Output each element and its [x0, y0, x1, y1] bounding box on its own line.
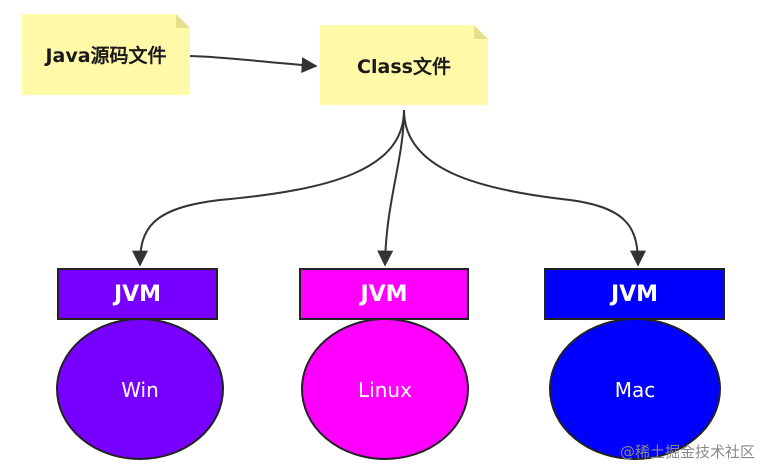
jvm-label-linux: JVM [360, 281, 408, 307]
os-label-win: Win [121, 378, 159, 402]
edge-class-to-jvm-win [132, 109, 405, 267]
watermark: @稀土掘金技术社区 [619, 443, 755, 461]
source-note [22, 14, 190, 95]
class-note-label: Class文件 [357, 55, 451, 78]
jvm-label-win: JVM [113, 281, 162, 307]
os-label-mac: Mac [614, 378, 656, 402]
edge-source-to-class [189, 55, 318, 74]
os-label-linux: Linux [358, 378, 412, 402]
jvm-box-linux [299, 268, 469, 320]
jvm-box-win [57, 268, 218, 320]
edge-class-to-jvm-mac [403, 109, 646, 267]
source-note-label: Java源码文件 [45, 45, 167, 67]
jvm-label-mac: JVM [610, 281, 659, 307]
edge-class-to-jvm-linux [377, 109, 405, 267]
jvm-box-mac [544, 268, 725, 320]
class-note [320, 25, 488, 105]
